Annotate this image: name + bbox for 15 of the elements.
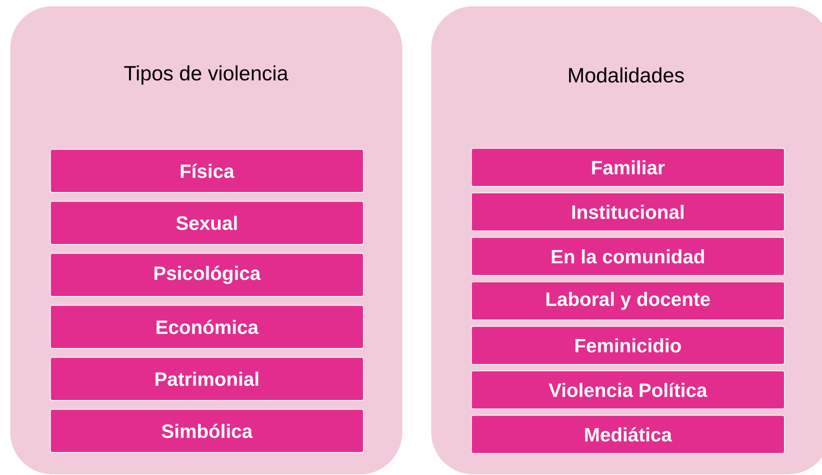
- item-box: Simbólica: [50, 409, 364, 453]
- panel-heading: Modalidades: [569, 67, 684, 83]
- item-box: Institucional: [471, 192, 785, 232]
- item-box: Laboral y docente: [471, 282, 785, 320]
- item-box: Familiar: [471, 148, 785, 187]
- panel-heading: Tipos de violencia: [124, 65, 288, 85]
- item-box: Física: [50, 149, 364, 193]
- item-box: Violencia Política: [471, 370, 785, 410]
- item-box: Sexual: [50, 201, 364, 245]
- item-box: En la comunidad: [471, 237, 785, 276]
- item-box: Psicológica: [50, 253, 364, 297]
- item-box: Económica: [50, 305, 364, 349]
- item-box: Patrimonial: [50, 357, 364, 401]
- item-box: Feminicidio: [471, 326, 785, 365]
- item-box: Mediática: [471, 415, 785, 454]
